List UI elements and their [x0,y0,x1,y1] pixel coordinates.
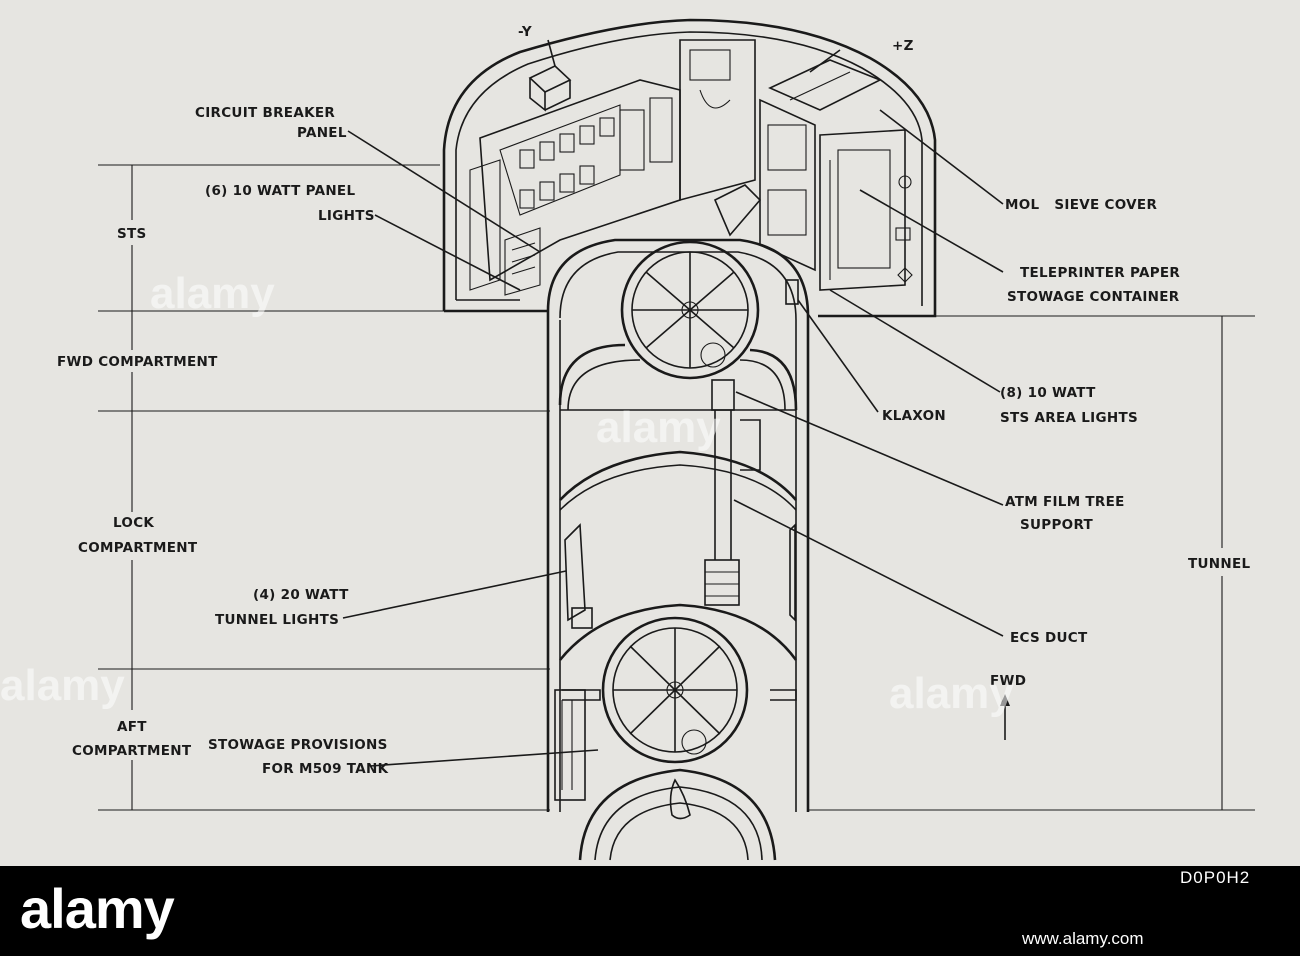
label-tunnel: TUNNEL [1188,556,1250,572]
watermark: alamy [150,269,275,318]
watermark: alamy [596,403,721,452]
upper-hatch [558,240,799,411]
label-stowage-line1: STOWAGE PROVISIONS [208,737,388,753]
zone-dimension-lines [98,164,1255,811]
label-tunnel-lights-line2: TUNNEL LIGHTS [215,612,339,628]
label-stowage-line2: FOR M509 TANK [262,761,389,777]
label-sts-lights-line1: (8) 10 WATT [1000,385,1096,401]
label-fwd: FWD [990,673,1026,689]
lower-hatch [554,616,797,861]
label-circuit-breaker-line2: PANEL [297,125,347,141]
stock-footer-bar: alamy [0,866,1300,956]
leader-lines [342,39,1004,767]
label-minus-y: -Y [518,24,532,40]
footer-url: www.alamy.com [1022,929,1144,948]
label-klaxon: KLAXON [882,408,946,424]
label-teleprinter-line2: STOWAGE CONTAINER [1007,289,1180,305]
label-lock-line1: LOCK [113,515,154,531]
label-aft-line1: AFT [117,719,147,735]
label-panel-lights-line2: LIGHTS [318,208,375,224]
sts-equipment [469,39,913,296]
label-teleprinter-line1: TELEPRINTER PAPER [1020,265,1180,281]
watermark: alamy [889,669,1014,718]
label-atm-line2: SUPPORT [1020,517,1094,533]
image-id: D0P0H2 [1180,868,1251,887]
label-circuit-breaker-line1: CIRCUIT BREAKER [195,105,335,121]
label-fwd-compartment: FWD COMPARTMENT [57,354,218,370]
airlock-cutaway-diagram: -Y +Z CIRCUIT BREAKER PANEL (6) 10 WATT … [0,18,1255,861]
label-aft-line2: COMPARTMENT [72,743,192,759]
label-mol-sieve: MOL SIEVE COVER [1005,197,1157,213]
label-tunnel-lights-line1: (4) 20 WATT [253,587,349,603]
lock-compartment [558,379,798,661]
alamy-logo: alamy [20,877,175,940]
label-lock-line2: COMPARTMENT [78,540,198,556]
label-ecs-duct: ECS DUCT [1010,630,1088,646]
label-sts-lights-line2: STS AREA LIGHTS [1000,410,1138,426]
label-atm-line1: ATM FILM TREE [1005,494,1125,510]
watermarks: alamy alamy alamy alamy [0,269,1014,718]
watermark: alamy [0,661,125,710]
diagram-labels: -Y +Z CIRCUIT BREAKER PANEL (6) 10 WATT … [57,24,1250,777]
label-plus-z: +Z [892,38,914,54]
label-panel-lights-line1: (6) 10 WATT PANEL [205,183,355,199]
label-sts: STS [117,226,147,242]
